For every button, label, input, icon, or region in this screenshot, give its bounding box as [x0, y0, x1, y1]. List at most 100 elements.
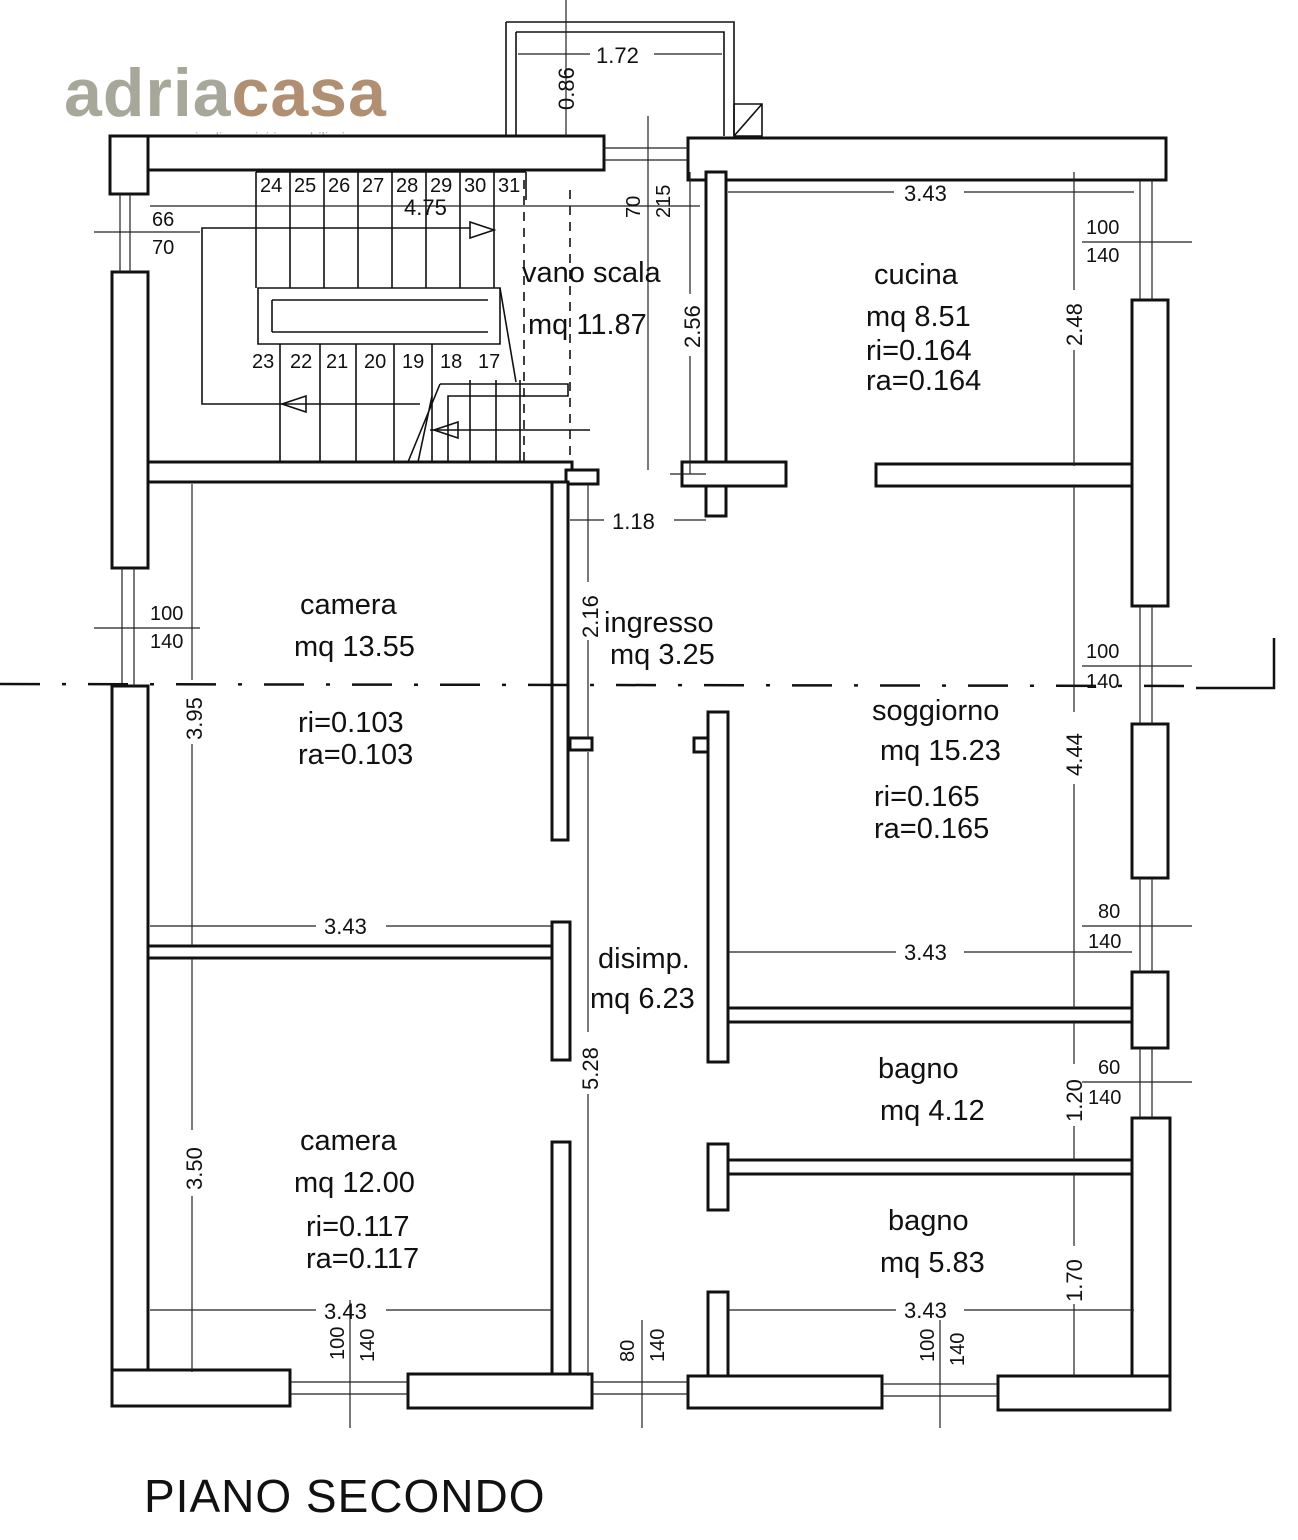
step-number: 23	[252, 351, 274, 373]
wall-camera-east	[550, 480, 570, 842]
section-axis-line	[0, 682, 1197, 688]
room-soggiorno: soggiorno mq 15.23 ri=0.165 ra=0.165	[872, 695, 1001, 845]
wall-stair-east	[704, 170, 728, 518]
dim-label: 3.43	[904, 940, 947, 965]
wall-camera-div	[146, 944, 558, 960]
dim-label: 215	[653, 185, 675, 218]
stair-arrow-1	[469, 220, 497, 240]
wall-sogg-south	[726, 1006, 1134, 1024]
dim-label: 4.44	[1062, 733, 1087, 776]
room-area: mq 15.23	[880, 735, 1001, 767]
room-name: disimp.	[598, 943, 690, 975]
window-left-top	[119, 194, 131, 272]
dim-label: 1.20	[1062, 1079, 1087, 1122]
wall-right-b	[1130, 722, 1170, 880]
window-left-mid	[121, 568, 135, 686]
room-ra: ra=0.117	[306, 1243, 419, 1275]
walls	[108, 21, 1172, 1412]
step-number: 22	[290, 351, 312, 373]
dim-label: 3.43	[324, 1299, 367, 1324]
step-number: 26	[328, 175, 350, 197]
opening-label: 140	[647, 1329, 669, 1362]
room-name: camera	[300, 1125, 398, 1157]
opening-label: 100	[1086, 641, 1119, 663]
dim-label: 1.70	[1062, 1259, 1087, 1302]
room-ra: ra=0.164	[866, 365, 981, 397]
window-right-top	[1139, 180, 1153, 300]
dimension-labels: 1.72 0.86 4.75 70 215 2.56 3.43 2.48 1.1…	[182, 43, 1087, 1324]
opening-label: 66	[152, 209, 174, 231]
room-ri: ri=0.164	[866, 335, 972, 367]
room-name: bagno	[878, 1053, 959, 1085]
step-number: 29	[430, 175, 452, 197]
room-area: mq 3.25	[610, 639, 715, 671]
room-area: mq 4.12	[880, 1095, 985, 1127]
step-number: 24	[260, 175, 282, 197]
step-number: 20	[364, 351, 386, 373]
opening-label: 140	[357, 1329, 379, 1362]
room-area: mq 5.83	[880, 1247, 985, 1279]
room-cucina: cucina mq 8.51 ri=0.164 ra=0.164	[866, 259, 981, 397]
opening-label: 80	[617, 1340, 639, 1362]
wall-top-left	[108, 134, 606, 172]
wall-top-right	[686, 136, 1168, 182]
opening-label: 140	[1086, 671, 1119, 693]
balcony-outline	[505, 21, 735, 136]
window-right-mid	[1139, 606, 1153, 724]
room-bagno-top: bagno mq 4.12	[878, 1053, 985, 1127]
wall-sogg-west	[706, 710, 730, 1064]
dim-label: 3.43	[904, 1298, 947, 1323]
opening-label: 100	[327, 1327, 349, 1360]
wall-sogg-west-stub	[692, 736, 710, 754]
room-name: ingresso	[604, 607, 714, 639]
wall-ingresso-stub	[568, 736, 594, 752]
wall-bagno-west	[706, 1290, 730, 1378]
room-ri: ri=0.117	[306, 1211, 409, 1243]
dim-label: 70	[623, 196, 645, 218]
window-bottom-camera	[290, 1381, 408, 1395]
room-disimp: disimp. mq 6.23	[590, 943, 695, 1015]
dim-label: 3.95	[182, 697, 207, 740]
room-vano-scala: vano scala mq 11.87	[522, 257, 662, 341]
dim-label: 0.86	[554, 67, 579, 110]
stair-step-numbers-top: 24 25 26 27 28 29 30 31	[260, 175, 520, 197]
brand-logo: adriacasa agenzia di servizi immobiliari	[64, 55, 386, 147]
wall-cucina-south	[874, 462, 1134, 488]
dim-label: 3.43	[904, 181, 947, 206]
window-right-low	[1139, 878, 1153, 972]
room-name: bagno	[888, 1205, 969, 1237]
step-number: 28	[396, 175, 418, 197]
dim-label: 2.48	[1062, 303, 1087, 346]
room-ri: ri=0.103	[298, 707, 404, 739]
dim-label: 5.28	[578, 1047, 603, 1090]
dim-label: 3.50	[182, 1147, 207, 1190]
wall-bottom-c	[686, 1374, 884, 1410]
opening-label: 80	[1098, 901, 1120, 923]
step-number: 18	[440, 351, 462, 373]
step-number: 21	[326, 351, 348, 373]
room-area: mq 12.00	[294, 1167, 415, 1199]
window-balcony	[604, 147, 688, 161]
room-camera-bottom: camera mq 12.00 ri=0.117 ra=0.117	[294, 1125, 419, 1275]
wall-right-a	[1130, 298, 1170, 608]
step-number: 27	[362, 175, 384, 197]
stair-rail	[407, 287, 569, 463]
opening-label: 140	[947, 1333, 969, 1366]
room-name: soggiorno	[872, 695, 999, 727]
wall-bottom-b	[406, 1372, 594, 1410]
wall-left-top	[108, 134, 150, 196]
stair-landing	[257, 287, 501, 345]
step-number: 19	[402, 351, 424, 373]
dim-label: 4.75	[404, 195, 447, 220]
staircase: 24 25 26 27 28 29 30 31 23 22 21 20 19 1…	[201, 171, 590, 463]
window-bottom-disimp	[592, 1381, 688, 1395]
room-name: cucina	[874, 259, 959, 291]
wall-bottom-a	[110, 1368, 292, 1408]
dim-label: 1.72	[596, 43, 639, 68]
dim-stair-height	[670, 172, 706, 475]
stair-arrow-2	[279, 394, 307, 414]
wall-left-lower	[110, 684, 150, 1408]
wall-left-upper	[110, 270, 150, 570]
wall-stair-stub	[564, 468, 600, 486]
